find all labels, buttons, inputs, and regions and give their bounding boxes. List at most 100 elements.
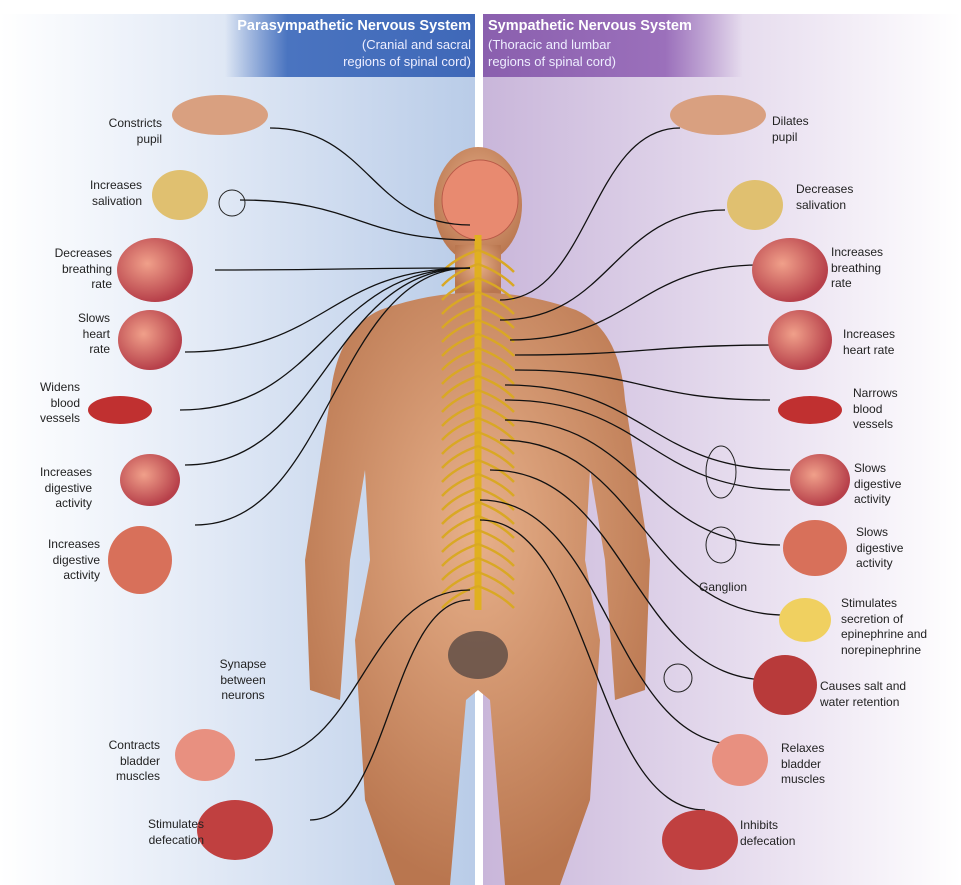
kidney-icon	[753, 655, 817, 715]
sympathetic-nerve	[479, 519, 706, 811]
spinal-nerve	[441, 430, 479, 455]
eye-icon	[670, 95, 766, 135]
nerve-pathways	[179, 127, 791, 821]
spinal-nerve	[441, 332, 479, 357]
spinal-nerve	[441, 374, 479, 399]
spinal-nerve	[477, 458, 515, 483]
parasympathetic-title: Parasympathetic Nervous System	[237, 18, 471, 34]
sympathetic-nerve	[514, 369, 771, 401]
spinal-nerve	[441, 542, 479, 567]
blood-vessel-icon	[778, 396, 842, 424]
sympathetic-title: Sympathetic Nervous System	[488, 18, 692, 34]
rectum-icon	[197, 800, 273, 860]
parasympathetic-nerve	[269, 127, 471, 226]
spinal-nerve	[477, 388, 515, 413]
eye-icon	[172, 95, 268, 135]
parasympathetic-nerve	[194, 267, 471, 526]
spinal-nerve	[477, 304, 515, 329]
spinal-nerve	[441, 416, 479, 441]
salivary-glands-icon	[727, 180, 783, 230]
spinal-nerve	[441, 556, 479, 581]
spinal-cord	[441, 235, 515, 610]
salivary-glands-icon	[152, 170, 208, 220]
blood-vessel-icon	[88, 396, 152, 424]
spinal-nerve	[477, 556, 515, 581]
spinal-nerve	[477, 472, 515, 497]
sympathetic-nerve	[499, 209, 726, 321]
sympathetic-nerve	[489, 469, 771, 681]
adrenal-gland-icon	[779, 598, 831, 642]
spinal-nerve	[441, 304, 479, 329]
parasympathetic-nerve	[179, 267, 471, 411]
stomach-icon	[790, 454, 850, 506]
lungs-icon	[117, 238, 193, 302]
sympathetic-nerve	[499, 439, 786, 616]
bladder-icon	[712, 734, 768, 786]
organs	[88, 95, 850, 870]
spinal-nerve	[477, 416, 515, 441]
parasympathetic-nerve	[184, 267, 471, 353]
spinal-nerve	[477, 514, 515, 539]
spinal-nerve	[477, 584, 515, 609]
spinal-nerve	[441, 290, 479, 315]
spinal-nerve	[441, 458, 479, 483]
parasympathetic-nerve	[214, 267, 471, 271]
spinal-nerve	[441, 514, 479, 539]
sympathetic-nerve	[504, 384, 791, 471]
spinal-nerve	[477, 570, 515, 595]
ganglion-markers	[218, 189, 737, 693]
parasympathetic-nerve	[254, 589, 471, 761]
spinal-nerve	[441, 444, 479, 469]
spinal-nerve	[441, 584, 479, 609]
sympathetic-subtitle-1: (Thoracic and lumbar	[488, 37, 611, 52]
spinal-nerve	[477, 374, 515, 399]
spinal-nerve	[477, 276, 515, 301]
spinal-nerve	[441, 528, 479, 553]
spinal-nerve	[441, 360, 479, 385]
sympathetic-header: Sympathetic Nervous System (Thoracic and…	[483, 14, 743, 77]
spinal-nerve	[441, 402, 479, 427]
spinal-nerve	[477, 262, 515, 287]
spinal-nerve	[441, 388, 479, 413]
spinal-nerve	[477, 346, 515, 371]
spinal-nerve	[477, 402, 515, 427]
spinal-nerve	[441, 500, 479, 525]
spinal-nerve	[477, 430, 515, 455]
spinal-nerve	[477, 444, 515, 469]
label-ganglion: Ganglion	[699, 580, 748, 594]
intestines-icon	[783, 520, 847, 576]
spinal-nerve	[477, 486, 515, 511]
spinal-nerve	[477, 528, 515, 553]
sympathetic-nerve	[509, 264, 761, 341]
parasympathetic-nerve	[184, 267, 471, 466]
sympathetic-nerve	[514, 344, 781, 356]
spinal-nerve	[441, 486, 479, 511]
spinal-nerve	[441, 276, 479, 301]
parasympathetic-header: Parasympathetic Nervous System (Cranial …	[225, 14, 475, 77]
sympathetic-nerve	[504, 399, 791, 491]
spinal-nerve	[441, 346, 479, 371]
sympathetic-nerve	[499, 127, 681, 301]
parasympathetic-subtitle-2: regions of spinal cord)	[343, 54, 471, 69]
bladder-icon	[175, 729, 235, 781]
spinal-nerve	[477, 360, 515, 385]
spinal-nerve	[477, 332, 515, 357]
